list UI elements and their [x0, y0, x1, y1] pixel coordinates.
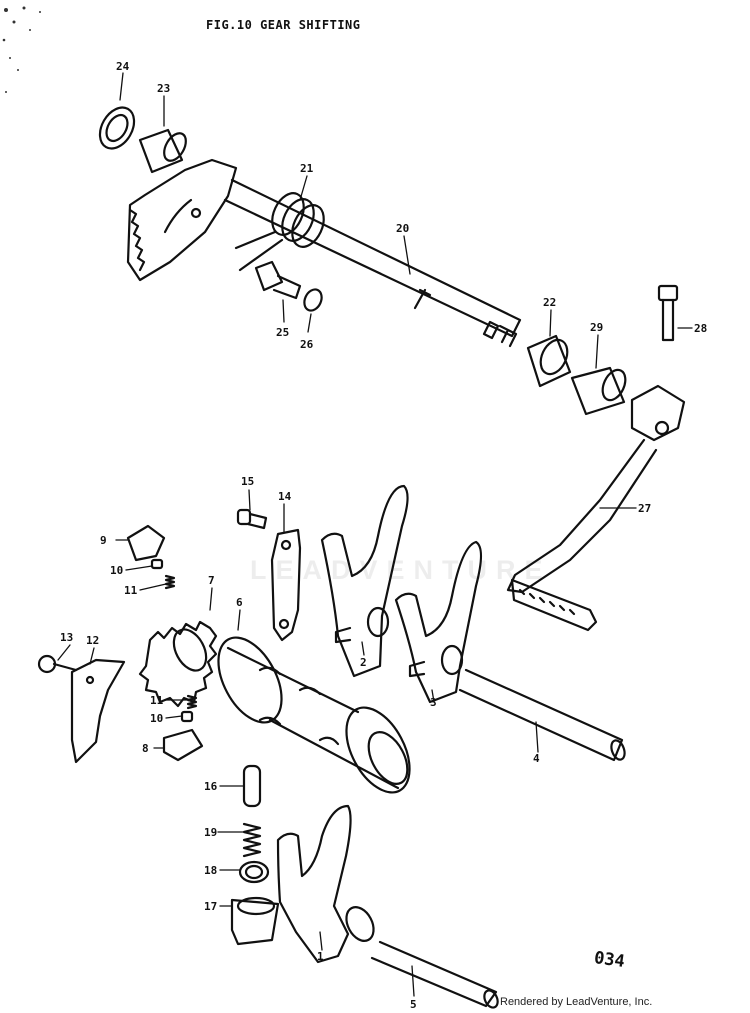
scan-speckle	[2, 6, 41, 93]
callout-19: 19	[204, 826, 217, 839]
part-26-washer	[303, 288, 323, 312]
callout-17: 17	[204, 900, 217, 913]
callout-8: 8	[142, 742, 149, 755]
part-1-shift-fork	[276, 804, 375, 964]
part-9-cam-stopper	[126, 524, 166, 562]
callout-1: 1	[317, 950, 324, 963]
part-18-gasket	[238, 860, 270, 884]
callout-15: 15	[241, 475, 254, 488]
part-8-cam-stopper	[162, 728, 204, 762]
callout-10b: 10	[150, 712, 163, 725]
part-20-gearshift-shaft	[223, 178, 522, 348]
credit-text: Rendered by LeadVenture, Inc.	[500, 996, 653, 1008]
part-4-fork-shaft	[458, 668, 626, 762]
part-13-screw	[37, 654, 78, 674]
part-17-plug	[230, 896, 280, 946]
part-21-return-spring	[234, 192, 325, 272]
part-14-cam-guide	[270, 528, 302, 642]
part-11b-spring	[186, 694, 198, 710]
callout-12: 12	[86, 634, 99, 647]
callout-24: 24	[116, 60, 130, 73]
part-23-bushing	[138, 128, 187, 174]
callout-21: 21	[300, 162, 314, 175]
part-12-stopper-plate	[70, 658, 126, 764]
part-28-bolt	[657, 284, 679, 342]
callout-28: 28	[694, 322, 707, 335]
part-16-neutral-stopper	[242, 764, 262, 808]
callout-10a: 10	[110, 564, 123, 577]
part-24-oil-seal	[98, 106, 136, 150]
callout-16: 16	[204, 780, 218, 793]
part-15-screw	[236, 508, 268, 530]
callout-29: 29	[590, 321, 603, 334]
callout-7: 7	[208, 574, 215, 587]
part-5-fork-shaft	[370, 940, 499, 1009]
callout-22: 22	[543, 296, 556, 309]
callout-4: 4	[533, 752, 540, 765]
part-19-spring	[242, 822, 262, 858]
part-11-spring	[164, 574, 176, 590]
callout-9: 9	[100, 534, 107, 547]
callout-13: 13	[60, 631, 73, 644]
part-6-gearshift-cam	[217, 636, 411, 794]
leader-lines	[57, 72, 693, 997]
callout-26: 26	[300, 338, 314, 351]
part-2-shift-fork	[320, 484, 409, 678]
part-10-pin	[150, 558, 164, 570]
part-29-spacer	[570, 366, 627, 416]
callout-11a: 11	[124, 584, 138, 597]
part-10b-pin	[180, 710, 194, 723]
callout-3: 3	[430, 696, 437, 709]
part-27-gearshift-lever	[506, 384, 686, 632]
part-25-stopper-bolt	[254, 260, 302, 300]
callout-25: 25	[276, 326, 289, 339]
part-7-cam-driven-gear	[138, 620, 218, 708]
figure-title: FIG.10 GEAR SHIFTING	[206, 18, 361, 32]
callout-6: 6	[236, 596, 243, 609]
callout-11b: 11	[150, 694, 164, 707]
page-number: 034	[592, 947, 626, 973]
callout-2: 2	[360, 656, 367, 669]
callout-20: 20	[396, 222, 409, 235]
callout-23: 23	[157, 82, 170, 95]
part-22-oil-seal	[526, 334, 572, 388]
callout-14: 14	[278, 490, 292, 503]
callout-18: 18	[204, 864, 217, 877]
callout-27: 27	[638, 502, 651, 515]
callout-5: 5	[410, 998, 417, 1011]
shift-arm-plate	[126, 158, 238, 282]
part-3-shift-fork	[394, 540, 483, 704]
